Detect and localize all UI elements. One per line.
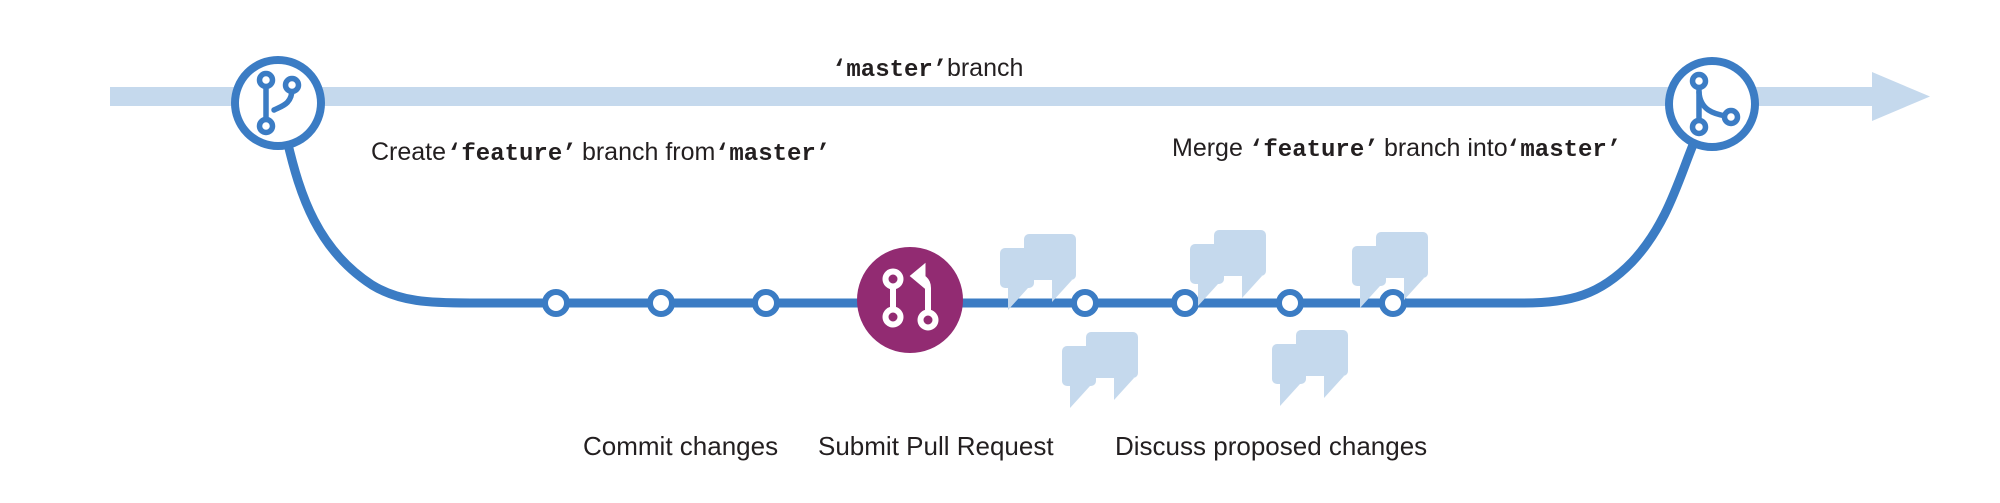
create-branch-label: Create ‘feature’ branch from ‘master’ — [371, 138, 830, 168]
commit-node-6[interactable] — [1276, 289, 1304, 317]
master-branch-label-quoted: ‘master’ — [832, 57, 947, 84]
merge-branch-middle: branch into — [1377, 134, 1515, 162]
master-branch-label: ‘master’ branch — [832, 54, 1023, 84]
pull-request-node[interactable] — [857, 247, 963, 353]
commit-nodes-group — [542, 289, 1407, 317]
branch-merge-node[interactable] — [1665, 57, 1759, 151]
feature-branch-line — [282, 135, 1700, 308]
git-merge-icon — [1689, 71, 1741, 137]
comment-bubbles-group — [1000, 230, 1428, 408]
merge-branch-quoted-feature: ‘feature’ — [1249, 137, 1379, 164]
merge-branch-label: Merge ‘feature’ branch into ‘master’ — [1172, 134, 1621, 164]
commit-node-4[interactable] — [1071, 289, 1099, 317]
git-pull-request-icon — [882, 262, 939, 331]
branch-start-node[interactable] — [231, 56, 325, 150]
create-branch-middle: branch from — [575, 138, 722, 166]
create-branch-prefix: Create — [371, 138, 453, 166]
comment-bubbles-below-1 — [1062, 332, 1138, 408]
merge-branch-prefix: Merge — [1172, 134, 1250, 162]
arrow-right-icon — [1872, 72, 1930, 121]
commit-node-5[interactable] — [1171, 289, 1199, 317]
caption-discuss-proposed-changes: Discuss proposed changes — [1115, 431, 1427, 461]
commit-node-3[interactable] — [752, 289, 780, 317]
commit-node-2[interactable] — [647, 289, 675, 317]
merge-branch-quoted-master: ‘master’ — [1506, 137, 1621, 164]
create-branch-quoted-feature: ‘feature’ — [447, 141, 577, 168]
caption-submit-pull-request: Submit Pull Request — [818, 431, 1054, 461]
create-branch-quoted-master: ‘master’ — [715, 141, 830, 168]
commit-node-7[interactable] — [1379, 289, 1407, 317]
comment-bubbles-above-2 — [1190, 230, 1266, 306]
commit-node-1[interactable] — [542, 289, 570, 317]
master-branch-label-suffix: branch — [940, 54, 1023, 82]
comment-bubbles-below-2 — [1272, 330, 1348, 406]
master-branch-line — [110, 72, 1930, 121]
caption-commit-changes: Commit changes — [583, 431, 778, 461]
git-branch-icon — [256, 70, 302, 136]
